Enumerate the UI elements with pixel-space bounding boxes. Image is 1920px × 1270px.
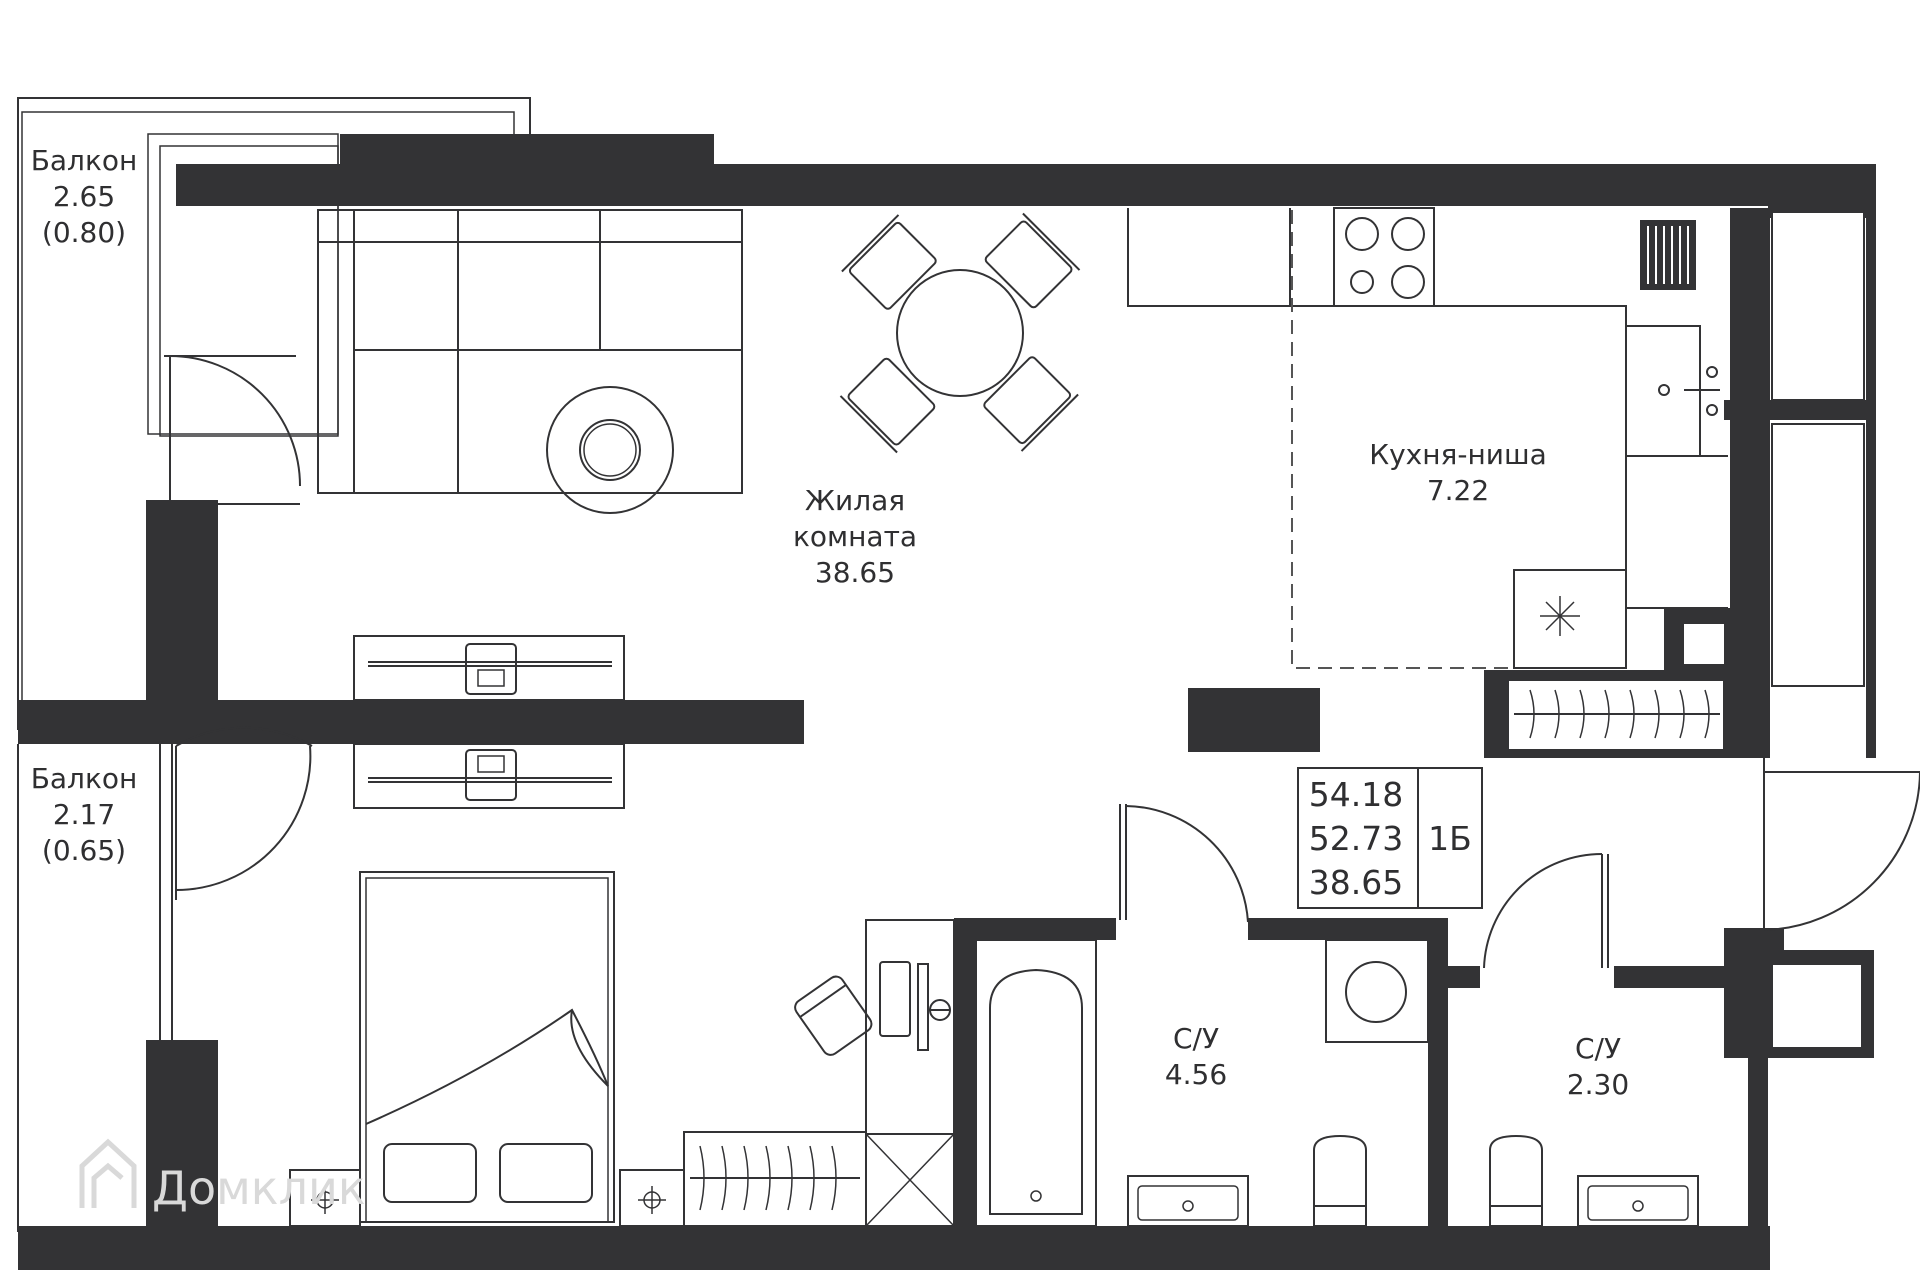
area-summary-box: 54.18 52.73 38.65 1Б [1297,767,1483,909]
radiator-icon [1640,220,1696,290]
toilet-small [1489,1134,1543,1227]
door-entrance [1763,758,1920,931]
balcony-top-sub-area: (0.80) [42,216,126,249]
balcony-top-outline [17,97,531,730]
label-balcony-bottom: Балкон 2.17 (0.65) [31,762,138,867]
stove-icon [1333,207,1435,307]
wardrobe-hall [1514,689,1720,739]
wall-openings [1507,211,1865,1049]
door-bathroom-main [1119,804,1249,923]
balcony-top-area: 2.65 [53,180,115,213]
bathroom-small-area: 2.30 [1567,1068,1629,1101]
kitchen-niche-boundary [1291,210,1514,669]
watermark-text: Домклик [152,1161,366,1215]
washing-machine [1325,939,1429,1043]
summary-apartment-type: 1Б [1428,819,1472,858]
fridge-icon [1513,569,1627,669]
column [1188,688,1320,752]
label-living-room: Жилая комната 38.65 [793,484,917,589]
bathtub [975,939,1097,1227]
living-room-name-1: Жилая [805,484,905,517]
balcony-bottom-sub-area: (0.65) [42,834,126,867]
closet-cabinet [865,919,955,1227]
label-bathroom-main: С/У 4.56 [1165,1022,1227,1091]
door-bathroom-small [1483,853,1609,969]
washbasin-small [1577,1175,1699,1227]
bathroom-main-area: 4.56 [1165,1058,1227,1091]
living-room-name-2: комната [793,520,917,553]
summary-living-area: 38.65 [1309,863,1403,902]
label-balcony-top: Балкон 2.65 (0.80) [31,144,138,249]
coffee-table [546,386,674,514]
kitchen-sink-icon [1625,325,1720,457]
wardrobe-bedroom [683,1131,867,1227]
balcony-bottom-name: Балкон [31,762,138,795]
label-bathroom-small: С/У 2.30 [1567,1032,1629,1101]
bathroom-main-name: С/У [1173,1022,1219,1055]
summary-total-area: 54.18 [1309,775,1403,814]
nightstand-right [619,1169,685,1227]
desk [794,961,951,1056]
kitchen-counter [1127,208,1728,609]
toilet-main [1313,1134,1367,1227]
washbasin-main [1127,1175,1249,1227]
watermark: Домклик [79,1138,366,1215]
balcony-top-name: Балкон [31,144,138,177]
tv-stand-bedroom [353,743,625,809]
kitchen-area: 7.22 [1427,474,1489,507]
door-balcony-bottom [175,726,313,900]
balcony-bottom-area: 2.17 [53,798,115,831]
door-balcony-top [164,355,301,505]
sofa [317,209,743,494]
dining-table [839,212,1081,454]
living-room-area: 38.65 [815,556,895,589]
bathroom-small-name: С/У [1575,1032,1621,1065]
tv-stand-living [353,635,625,701]
balcony-bottom-outline [17,744,173,1232]
summary-usable-area: 52.73 [1309,819,1403,858]
house-logo-icon [79,1138,137,1208]
nightstand-left [289,1169,361,1227]
kitchen-name: Кухня-ниша [1369,438,1547,471]
label-kitchen: Кухня-ниша 7.22 [1369,438,1547,507]
bed [359,871,615,1223]
